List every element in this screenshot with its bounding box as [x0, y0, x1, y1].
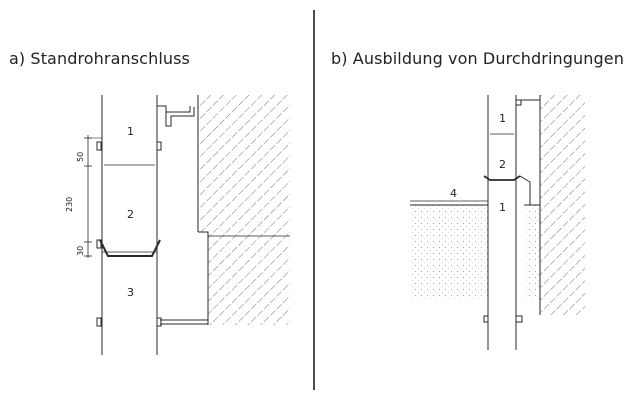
label-part-1-b-lower: 1	[499, 201, 506, 214]
panel-a-drawing	[84, 95, 290, 355]
label-part-1-a: 1	[127, 125, 134, 138]
panel-b-labels: 1 2 1 4	[450, 112, 506, 214]
label-part-1-b-upper: 1	[499, 112, 506, 125]
insulation-block	[410, 205, 488, 300]
caption-durchdringungen: b) Ausbildung von Durchdringungen	[331, 49, 624, 68]
wall-upper-b	[540, 95, 585, 315]
insulation-right	[524, 205, 540, 300]
caption-standrohranschluss: a) Standrohranschluss	[9, 49, 190, 68]
dimension-230: 230	[65, 197, 74, 212]
dimension-30: 30	[76, 246, 85, 256]
label-part-2-b: 2	[499, 158, 506, 171]
label-part-3-a: 3	[127, 286, 134, 299]
label-part-4-b: 4	[450, 187, 457, 200]
dimension-50: 50	[76, 152, 85, 162]
panel-b-drawing	[410, 95, 585, 350]
label-part-2-a: 2	[127, 208, 134, 221]
panel-a-labels: 1 2 3 50 230 30	[65, 125, 134, 299]
wall-upper-a	[198, 95, 290, 232]
wall-lower-a	[208, 232, 290, 325]
